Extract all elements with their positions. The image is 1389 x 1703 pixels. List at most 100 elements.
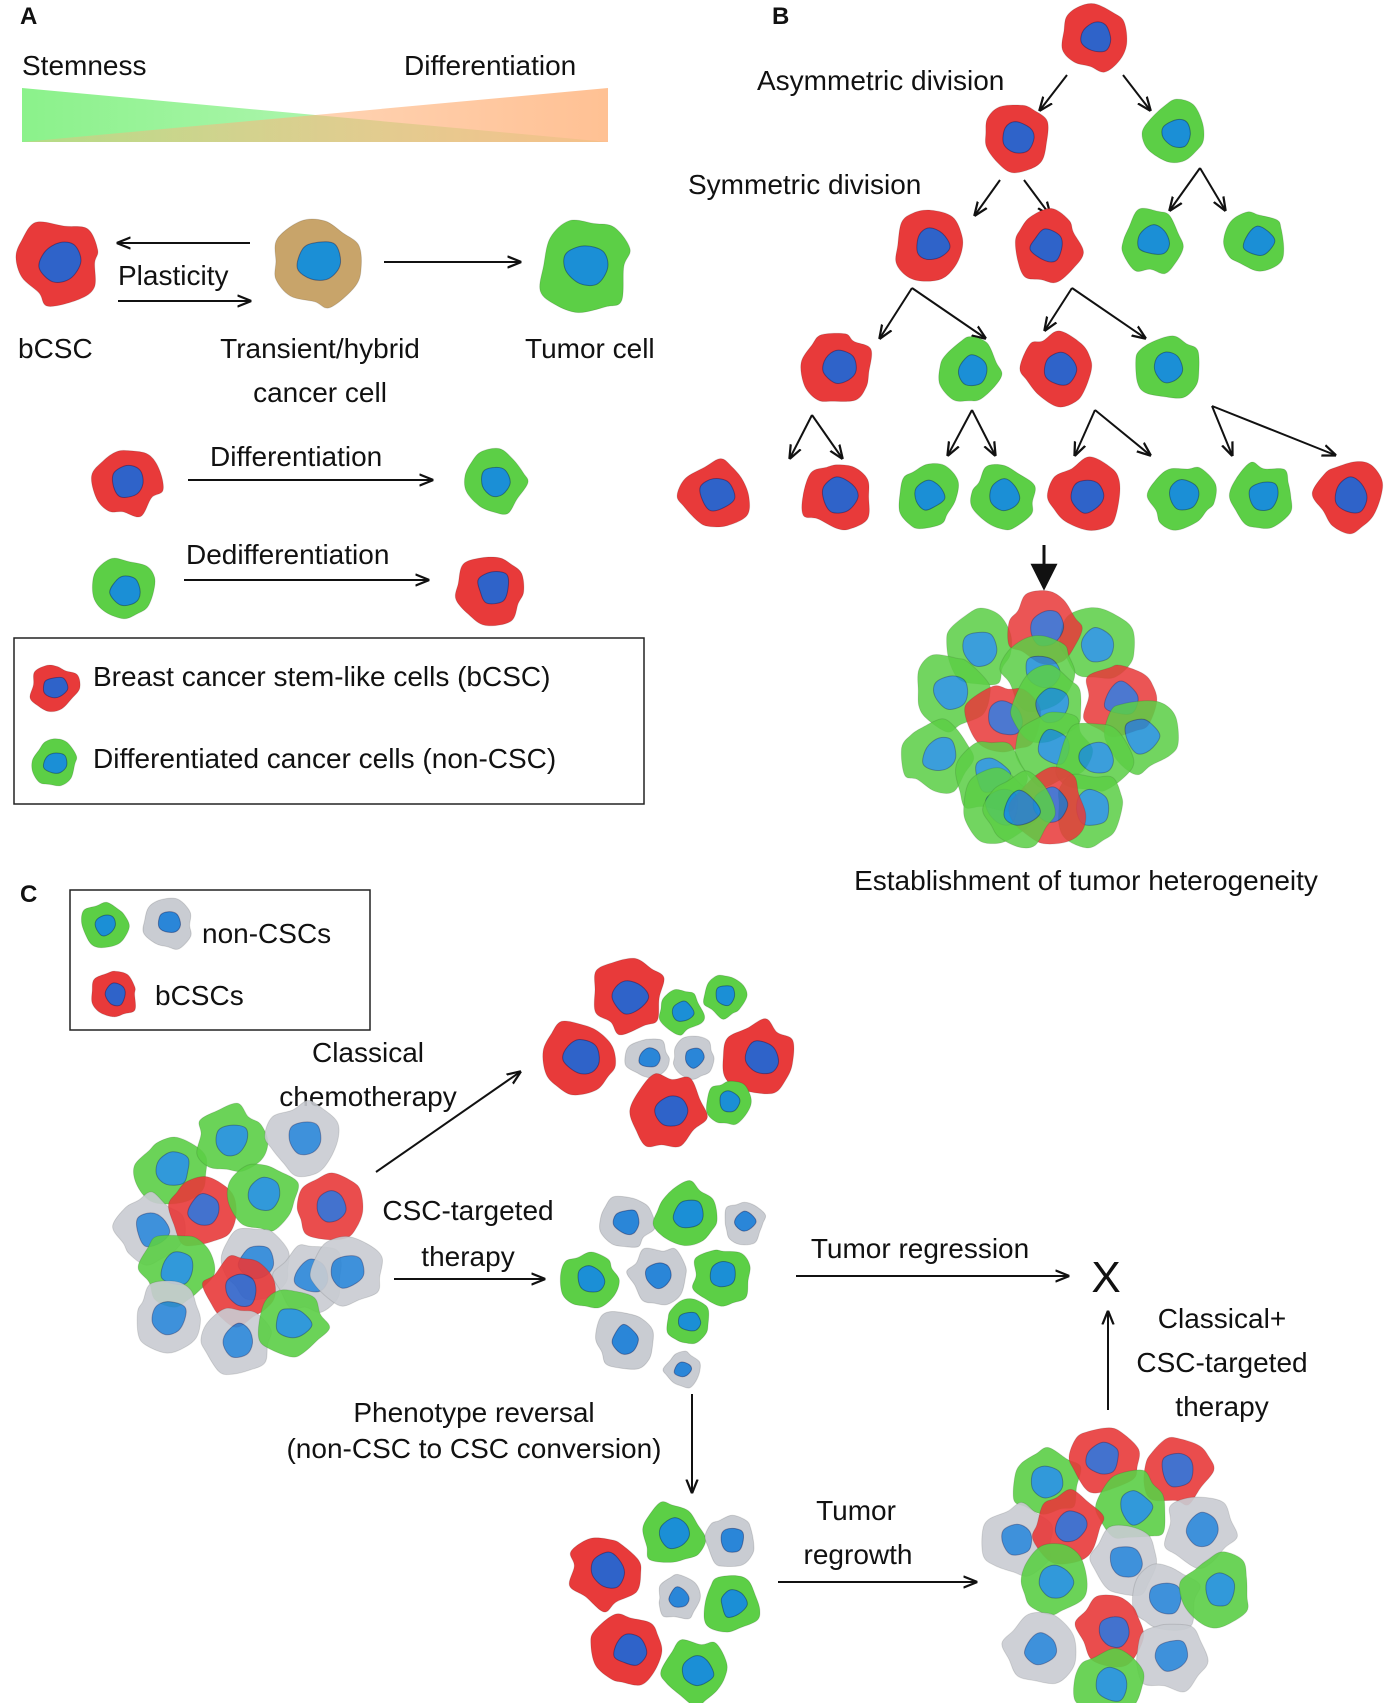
noncsc-cell (1121, 207, 1184, 275)
division-arrow (790, 414, 813, 458)
noncsc-cell (660, 1639, 728, 1703)
division-arrow (911, 287, 985, 338)
noncsc-cell (1020, 1542, 1088, 1616)
gray-noncsc-cell (200, 1307, 272, 1376)
legend-box-c (69, 889, 371, 1031)
noncsc-cell (652, 1180, 718, 1247)
bcsc-cell (1046, 456, 1121, 531)
gray-noncsc-cell (658, 1573, 701, 1620)
noncsc-cell (658, 988, 706, 1036)
legend-noncsc-gray-icon (142, 897, 192, 950)
gray-noncsc-cell (264, 1099, 340, 1178)
bcsc-cell (590, 1613, 663, 1686)
dedifferentiation-label: Dedifferentiation (186, 539, 389, 570)
csc-targeted-label-line2: therapy (421, 1241, 514, 1272)
combo-label-line1: Classical+ (1158, 1303, 1286, 1334)
division-arrow (1211, 405, 1232, 455)
bcsc-cell (1143, 1436, 1215, 1506)
noncsc-cell (705, 1080, 752, 1126)
gray-noncsc-cell (309, 1235, 384, 1307)
noncsc-cell (703, 1575, 761, 1633)
legend-bcsc-icon (91, 970, 137, 1018)
hybrid-label-line1: Transient/hybrid (220, 333, 420, 364)
noncsc-cell (1141, 98, 1205, 164)
bcsc-cell (167, 1175, 237, 1247)
classical-arrow (375, 1072, 520, 1173)
noncsc-cell (969, 463, 1036, 531)
noncsc-cell (1228, 461, 1293, 530)
division-arrow (1170, 167, 1201, 210)
bcsc-cell (895, 209, 964, 282)
bcsc-cell (801, 464, 870, 531)
bcsc-cell (984, 104, 1049, 174)
noncsc-cell (666, 1298, 710, 1345)
reversal-label-line1: Phenotype reversal (353, 1397, 594, 1428)
bcsc-cell (593, 957, 665, 1036)
stemness-label: Stemness (22, 50, 147, 81)
division-arrow (971, 409, 995, 455)
bcsc-cell (629, 1073, 708, 1148)
noncsc-cell (196, 1102, 269, 1173)
bcsc-cell (201, 1254, 277, 1328)
hybrid-label-line2: cancer cell (253, 377, 387, 408)
gray-noncsc-cell (598, 1195, 656, 1248)
noncsc-cell (900, 718, 975, 795)
differentiation-label: Differentiation (210, 441, 382, 472)
noncsc-cell (257, 1289, 331, 1358)
regrowth-label-line2: regrowth (804, 1539, 913, 1570)
bcsc-cell (800, 332, 873, 403)
noncsc-cell (642, 1501, 707, 1563)
bcsc-cell (1311, 460, 1384, 535)
gray-noncsc-cell (595, 1311, 654, 1370)
panel-c: non-CSCs bCSCs Classical chemotherapy CS… (69, 889, 1308, 1703)
gray-noncsc-cell (724, 1201, 767, 1246)
tumor-cell-large (539, 219, 631, 314)
tumor-regression-label: Tumor regression (811, 1233, 1029, 1264)
classical-label-line1: Classical (312, 1037, 424, 1068)
bcsc-cell (90, 449, 164, 518)
gray-noncsc-cell (626, 1247, 687, 1306)
division-arrow (1094, 409, 1150, 455)
legend-bcsc-label: Breast cancer stem-like cells (bCSC) (93, 661, 550, 692)
symmetric-division-label: Symmetric division (688, 169, 921, 200)
division-arrow (975, 179, 1001, 215)
noncsc-cell (1146, 466, 1217, 531)
division-arrow (811, 414, 842, 458)
noncsc-cell (1178, 1551, 1249, 1629)
legend-bcscs-label: bCSCs (155, 980, 244, 1011)
bcsc-cell (1061, 3, 1128, 73)
gray-noncsc-cell (1001, 1611, 1077, 1685)
bcsc-cell (1074, 1594, 1145, 1668)
noncsc-cell (1222, 211, 1285, 272)
panel-letter-a: A (20, 3, 37, 30)
heterogeneity-label: Establishment of tumor heterogeneity (854, 865, 1318, 896)
bcsc-cell (568, 1537, 642, 1613)
division-arrow (1075, 409, 1096, 455)
noncsc-cell (898, 462, 960, 530)
bcsc-cell-large (15, 221, 99, 307)
gray-noncsc-cell (624, 1038, 670, 1079)
noncsc-cell (1094, 1469, 1166, 1539)
division-arrow (1071, 287, 1145, 338)
bcsc-cell (296, 1172, 364, 1241)
bcsc-cell (542, 1020, 617, 1096)
hybrid-cell-large (274, 218, 362, 309)
reversal-label-line2: (non-CSC to CSC conversion) (286, 1433, 661, 1464)
combo-label-line2: CSC-targeted (1136, 1347, 1307, 1378)
noncsc-cell (702, 974, 748, 1020)
division-arrow (948, 409, 973, 455)
noncsc-cell (1072, 1647, 1145, 1703)
gray-noncsc-cell (136, 1280, 202, 1354)
noncsc-cell (226, 1163, 300, 1232)
gray-noncsc-cell (672, 1035, 715, 1080)
gray-noncsc-cell (1163, 1496, 1238, 1570)
panel-letter-b: B (772, 3, 789, 30)
noncsc-cell (1135, 335, 1200, 399)
legend-noncsc-label: Differentiated cancer cells (non-CSC) (93, 743, 556, 774)
differentiation-gradient (22, 88, 608, 142)
bcsc-cell (676, 458, 751, 528)
noncsc-cell (463, 447, 529, 515)
bcsc-cell (1019, 330, 1093, 408)
gray-noncsc-cell (704, 1514, 755, 1568)
